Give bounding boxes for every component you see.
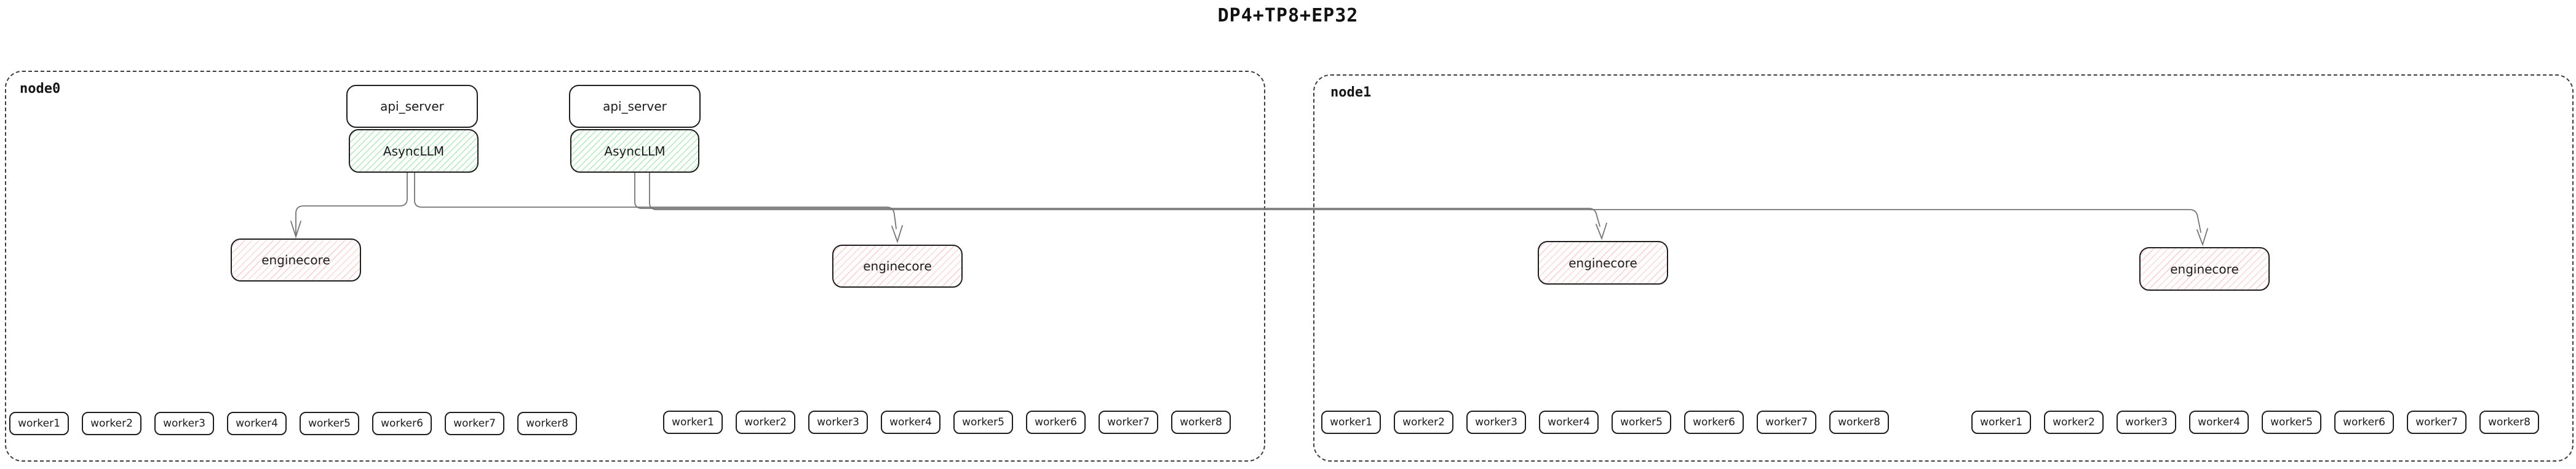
arrowhead-enginecore1 (290, 221, 301, 238)
worker-box: worker7 (445, 412, 504, 435)
worker-box: worker8 (517, 412, 577, 435)
worker-box: worker8 (1171, 411, 1231, 434)
worker-box: worker5 (1612, 411, 1671, 434)
worker-box: worker4 (1539, 411, 1599, 434)
worker-box: worker4 (2189, 411, 2249, 434)
worker-box: worker8 (1829, 411, 1889, 434)
node0-container (5, 71, 1265, 462)
enginecore-box-3: enginecore (1538, 241, 1668, 285)
edge-asyncllm2-enginecore4 (649, 172, 2201, 233)
worker-box: worker1 (663, 411, 723, 434)
diagram-title: DP4+TP8+EP32 (1217, 5, 1359, 26)
worker-box: worker1 (1321, 411, 1381, 434)
worker-box: worker7 (1099, 411, 1158, 434)
asyncllm-box-1: AsyncLLM (349, 129, 479, 173)
worker-box: worker6 (1684, 411, 1744, 434)
node1-label: node1 (1330, 85, 1372, 100)
worker-box: worker2 (82, 412, 141, 435)
worker-box: worker3 (808, 411, 868, 434)
arrowhead-enginecore3 (1596, 223, 1607, 240)
asyncllm-box-2: AsyncLLM (570, 129, 699, 173)
node0-label: node0 (20, 81, 61, 97)
worker-box: worker8 (2479, 411, 2539, 434)
worker-box: worker3 (2117, 411, 2176, 434)
enginecore-box-2: enginecore (832, 245, 963, 288)
worker-box: worker4 (881, 411, 940, 434)
worker-box: worker3 (154, 412, 214, 435)
edge-asyncllm2-enginecore3 (634, 172, 1600, 227)
worker-box: worker5 (2262, 411, 2321, 434)
api-server-box-1: api_server (346, 85, 478, 128)
edge-asyncllm1-enginecore1 (295, 172, 408, 235)
worker-box: worker2 (1394, 411, 1453, 434)
worker-box: worker1 (1971, 411, 2031, 434)
worker-box: worker2 (736, 411, 795, 434)
worker-box: worker3 (1466, 411, 1526, 434)
worker-box: worker7 (2407, 411, 2467, 434)
enginecore-box-1: enginecore (231, 238, 361, 282)
enginecore-box-4: enginecore (2139, 247, 2270, 291)
worker-box: worker4 (227, 412, 287, 435)
edge-asyncllm1-enginecore2 (414, 172, 897, 229)
worker-box: worker2 (2044, 411, 2104, 434)
worker-box: worker1 (9, 412, 69, 435)
worker-box: worker5 (953, 411, 1013, 434)
arrowhead-enginecore2 (891, 225, 903, 243)
api-server-box-2: api_server (569, 85, 701, 128)
worker-box: worker6 (372, 412, 432, 435)
arrowhead-enginecore4 (2196, 228, 2208, 246)
worker-box: worker6 (2334, 411, 2394, 434)
node1-container (1313, 74, 2574, 462)
worker-box: worker7 (1757, 411, 1816, 434)
worker-box: worker6 (1026, 411, 1086, 434)
worker-box: worker5 (300, 412, 359, 435)
